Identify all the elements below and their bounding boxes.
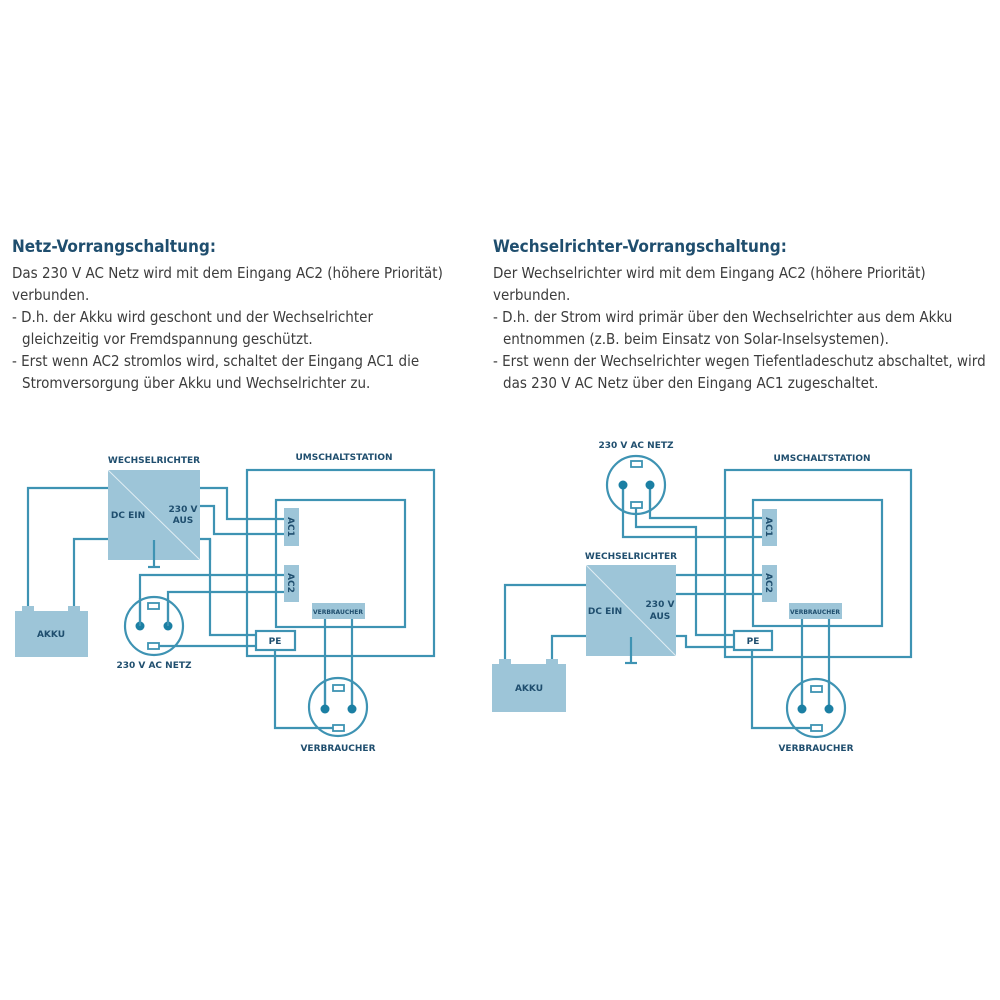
right-bullet: - D.h. der Strom wird primär über den We… (493, 308, 953, 348)
ac1-label: AC1 (763, 517, 773, 537)
battery-label: AKKU (515, 684, 543, 694)
pe-label: PE (269, 637, 282, 647)
station-outer-box (723, 468, 913, 659)
right-intro: Der Wechselrichter wird mit dem Eingang … (493, 264, 926, 304)
left-title: Netz-Vorrangschaltung: (12, 237, 216, 257)
consumer-socket-icon (785, 677, 847, 739)
ac2-terminal (762, 565, 777, 602)
right-description: Wechselrichter-Vorrangschaltung: Der Wec… (493, 236, 993, 394)
consumer-socket-icon (307, 676, 369, 738)
ac-out-label: 230 V (169, 505, 198, 515)
inverter-label: WECHSELRICHTER (108, 456, 200, 466)
ac1-terminal (762, 509, 777, 546)
consumer-label: VERBRAUCHER (778, 744, 853, 754)
station-label: UMSCHALTSTATION (295, 453, 392, 463)
ac1-label: AC1 (285, 517, 295, 537)
right-diagram: UMSCHALTSTATION 230 V AC NETZ WECHSELRIC… (492, 441, 913, 754)
wire (676, 634, 734, 649)
battery-box (492, 664, 566, 712)
left-intro: Das 230 V AC Netz wird mit dem Eingang A… (12, 264, 443, 304)
left-diagram: UMSCHALTSTATION WECHSELRICHTER DC EIN 23… (15, 453, 436, 754)
wire (634, 508, 734, 637)
consumer-label: VERBRAUCHER (300, 744, 375, 754)
wire (503, 583, 586, 660)
inverter-label: WECHSELRICHTER (585, 552, 677, 562)
consumer-terminal (789, 603, 842, 619)
consumer-terminal (312, 603, 365, 619)
wire (26, 486, 108, 607)
consumer-terminal-label: VERBRAUCHER (313, 609, 363, 616)
wire (648, 484, 762, 520)
pe-label: PE (747, 637, 760, 647)
wire (621, 484, 762, 539)
station-label: UMSCHALTSTATION (773, 454, 870, 464)
wire (550, 634, 586, 660)
pe-terminal (732, 629, 774, 652)
dc-in-label: DC EIN (588, 607, 622, 617)
ac2-terminal (284, 565, 299, 602)
right-bullet: - Erst wenn der Wechselrichter wegen Tie… (493, 352, 986, 392)
consumer-terminal-label: VERBRAUCHER (790, 609, 840, 616)
right-title: Wechselrichter-Vorrangschaltung: (493, 237, 787, 257)
station-inner-box (751, 498, 884, 628)
left-description: Netz-Vorrangschaltung: Das 230 V AC Netz… (12, 236, 452, 394)
station-inner-box (274, 498, 407, 629)
grid-label: 230 V AC NETZ (598, 441, 674, 451)
ac2-label: AC2 (763, 573, 773, 593)
wire (166, 590, 284, 625)
wire (750, 650, 811, 730)
ac-out-label: AUS (173, 516, 193, 526)
ac2-label: AC2 (285, 573, 295, 593)
wire (200, 486, 284, 521)
ac1-terminal (284, 508, 299, 546)
grid-socket-icon (605, 454, 667, 516)
ac-out-label: AUS (650, 612, 670, 622)
left-bullet: - D.h. der Akku wird geschont und der We… (12, 308, 373, 348)
left-bullet: - Erst wenn AC2 stromlos wird, schaltet … (12, 352, 420, 392)
wire (138, 573, 284, 625)
ac-out-label: 230 V (646, 600, 675, 610)
battery-box (15, 611, 88, 657)
battery-label: AKKU (37, 630, 65, 640)
grid-socket-icon (123, 595, 185, 657)
dc-in-label: DC EIN (111, 511, 145, 521)
pe-terminal (254, 629, 297, 652)
wire (273, 650, 333, 730)
station-outer-box (245, 468, 436, 658)
grid-label: 230 V AC NETZ (116, 661, 192, 671)
wire (200, 504, 284, 536)
